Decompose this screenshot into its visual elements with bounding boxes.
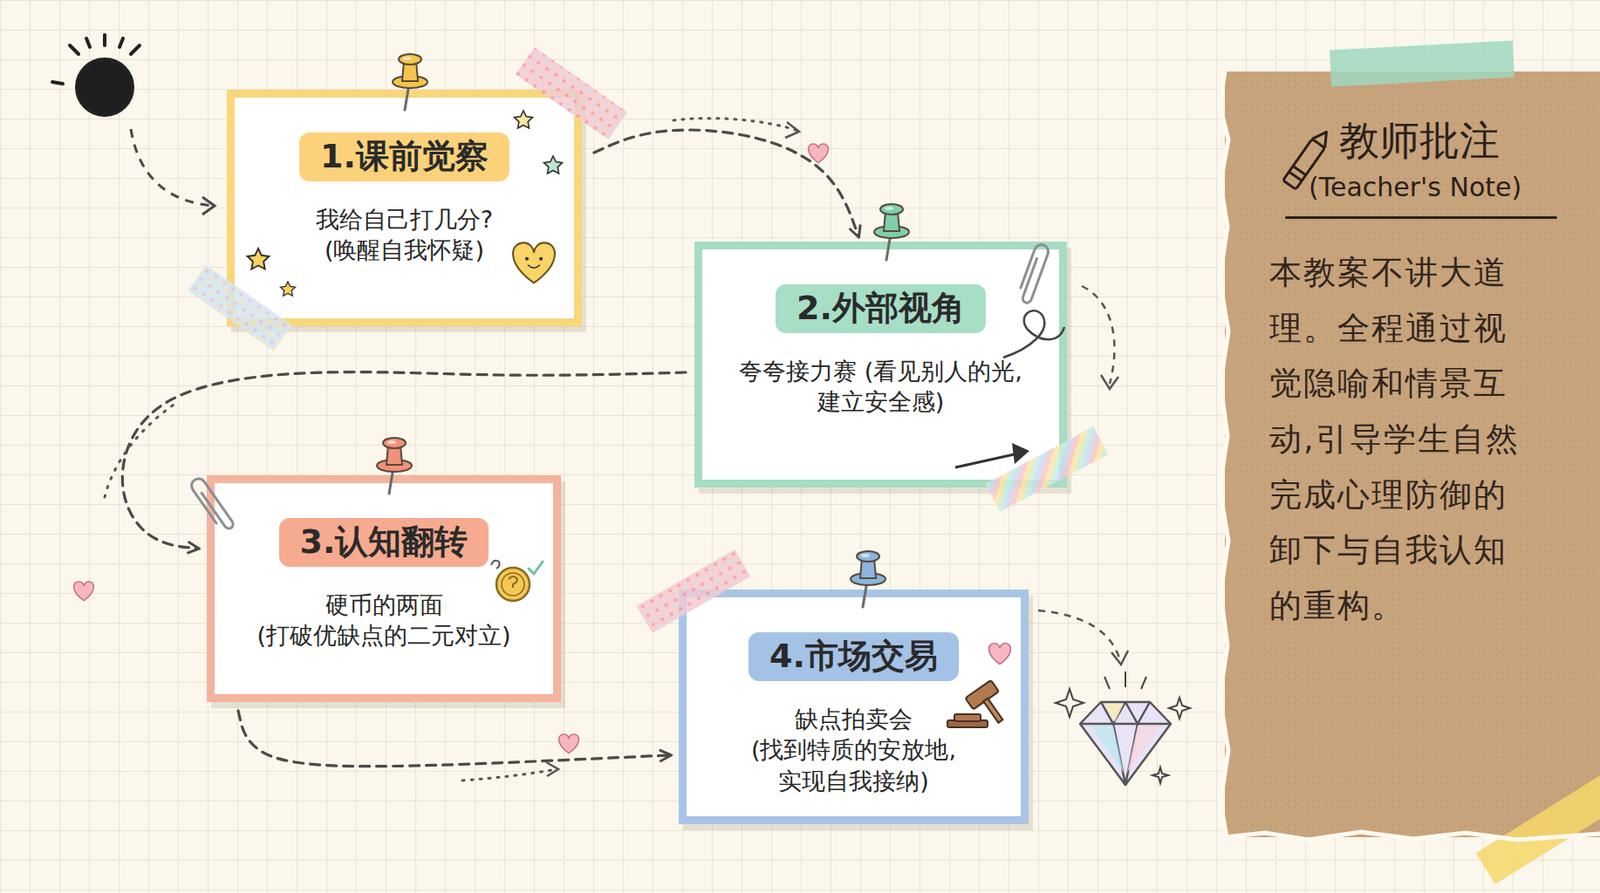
torn-edge bbox=[1219, 71, 1229, 838]
dotted-arrow bbox=[104, 401, 179, 498]
dotted-arrow bbox=[673, 118, 799, 131]
step-card: 4.市场交易缺点拍卖会 (找到特质的安放地, 实现自我接纳) bbox=[678, 589, 1029, 825]
gavel-icon bbox=[947, 680, 1014, 732]
sparkle-doodle bbox=[1055, 671, 1190, 784]
note-rule bbox=[1285, 216, 1558, 219]
tape bbox=[636, 549, 752, 634]
star-doodle bbox=[280, 281, 295, 296]
star-doodle bbox=[544, 156, 563, 174]
dotted-arrow bbox=[546, 762, 559, 777]
sun-leader-head bbox=[202, 197, 215, 215]
step-card: 3.认知翻转硬币的两面 (打破优缺点的二元对立) bbox=[206, 475, 561, 703]
step-body: 我给自己打几分? (唤醒自我怀疑) bbox=[246, 204, 562, 267]
note-panel: 教师批注 (Teacher's Note) 本教案不讲大道理。全程通过视觉隐喻和情景… bbox=[1224, 71, 1600, 838]
star-doodle bbox=[514, 110, 534, 129]
sun-leader bbox=[130, 129, 213, 206]
swirl-doodle bbox=[1003, 310, 1065, 358]
push-pin bbox=[874, 204, 910, 260]
tape bbox=[515, 47, 628, 140]
drawn-arrow bbox=[955, 451, 1026, 468]
note-body: 本教案不讲大道理。全程通过视觉隐喻和情景互动,引导学生自然完成心理防御的卸下与自… bbox=[1269, 245, 1532, 634]
step-body: 缺点拍卖会 (找到特质的安放地, 实现自我接纳) bbox=[698, 704, 1009, 798]
dotted-arrow bbox=[1100, 375, 1119, 390]
tape bbox=[188, 265, 293, 351]
paper-clip bbox=[188, 476, 235, 534]
note-subheading: (Teacher's Note) bbox=[1308, 170, 1574, 205]
tape bbox=[985, 426, 1109, 513]
star-doodle bbox=[247, 248, 270, 270]
dotted-arrow bbox=[462, 769, 557, 781]
step-heading: 1.课前觉察 bbox=[299, 132, 510, 182]
diamond-icon bbox=[1080, 702, 1171, 786]
dotted-arrow bbox=[1081, 286, 1115, 384]
heart-doodle bbox=[808, 143, 829, 164]
flow-connector bbox=[594, 129, 859, 237]
step-heading: 3.认知翻转 bbox=[279, 518, 490, 568]
push-pin bbox=[392, 54, 428, 110]
paper-clip bbox=[1016, 242, 1051, 304]
dotted-arrow bbox=[785, 122, 800, 138]
sun-doodle bbox=[52, 34, 140, 116]
step-body: 硬币的两面 (打破优缺点的二元对立) bbox=[226, 589, 541, 652]
step-card: 2.外部视角夸夸接力赛 (看见别人的光,建立安全感) bbox=[694, 241, 1067, 488]
tape bbox=[1329, 41, 1515, 88]
torn-edge bbox=[1224, 832, 1600, 841]
coin-icon bbox=[491, 560, 543, 602]
step-heading: 4.市场交易 bbox=[748, 632, 959, 682]
pencil-icon bbox=[1283, 127, 1334, 190]
smiley-heart bbox=[512, 242, 555, 283]
dotted-arrow bbox=[1111, 650, 1129, 665]
dotted-arrow bbox=[1038, 610, 1121, 662]
heart-doodle bbox=[74, 581, 95, 602]
drawn-arrow bbox=[1011, 443, 1030, 465]
step-card: 1.课前觉察我给自己打几分? (唤醒自我怀疑) bbox=[226, 89, 582, 327]
tape bbox=[1476, 774, 1600, 885]
step-body: 夸夸接力赛 (看见别人的光,建立安全感) bbox=[714, 355, 1047, 418]
heart-doodle bbox=[989, 643, 1012, 665]
flow-connector bbox=[238, 711, 671, 767]
note-heading: 教师批注 bbox=[1339, 116, 1574, 165]
push-pin bbox=[850, 551, 886, 608]
heart-doodle bbox=[559, 734, 580, 754]
step-heading: 2.外部视角 bbox=[775, 284, 986, 334]
push-pin bbox=[376, 437, 412, 494]
